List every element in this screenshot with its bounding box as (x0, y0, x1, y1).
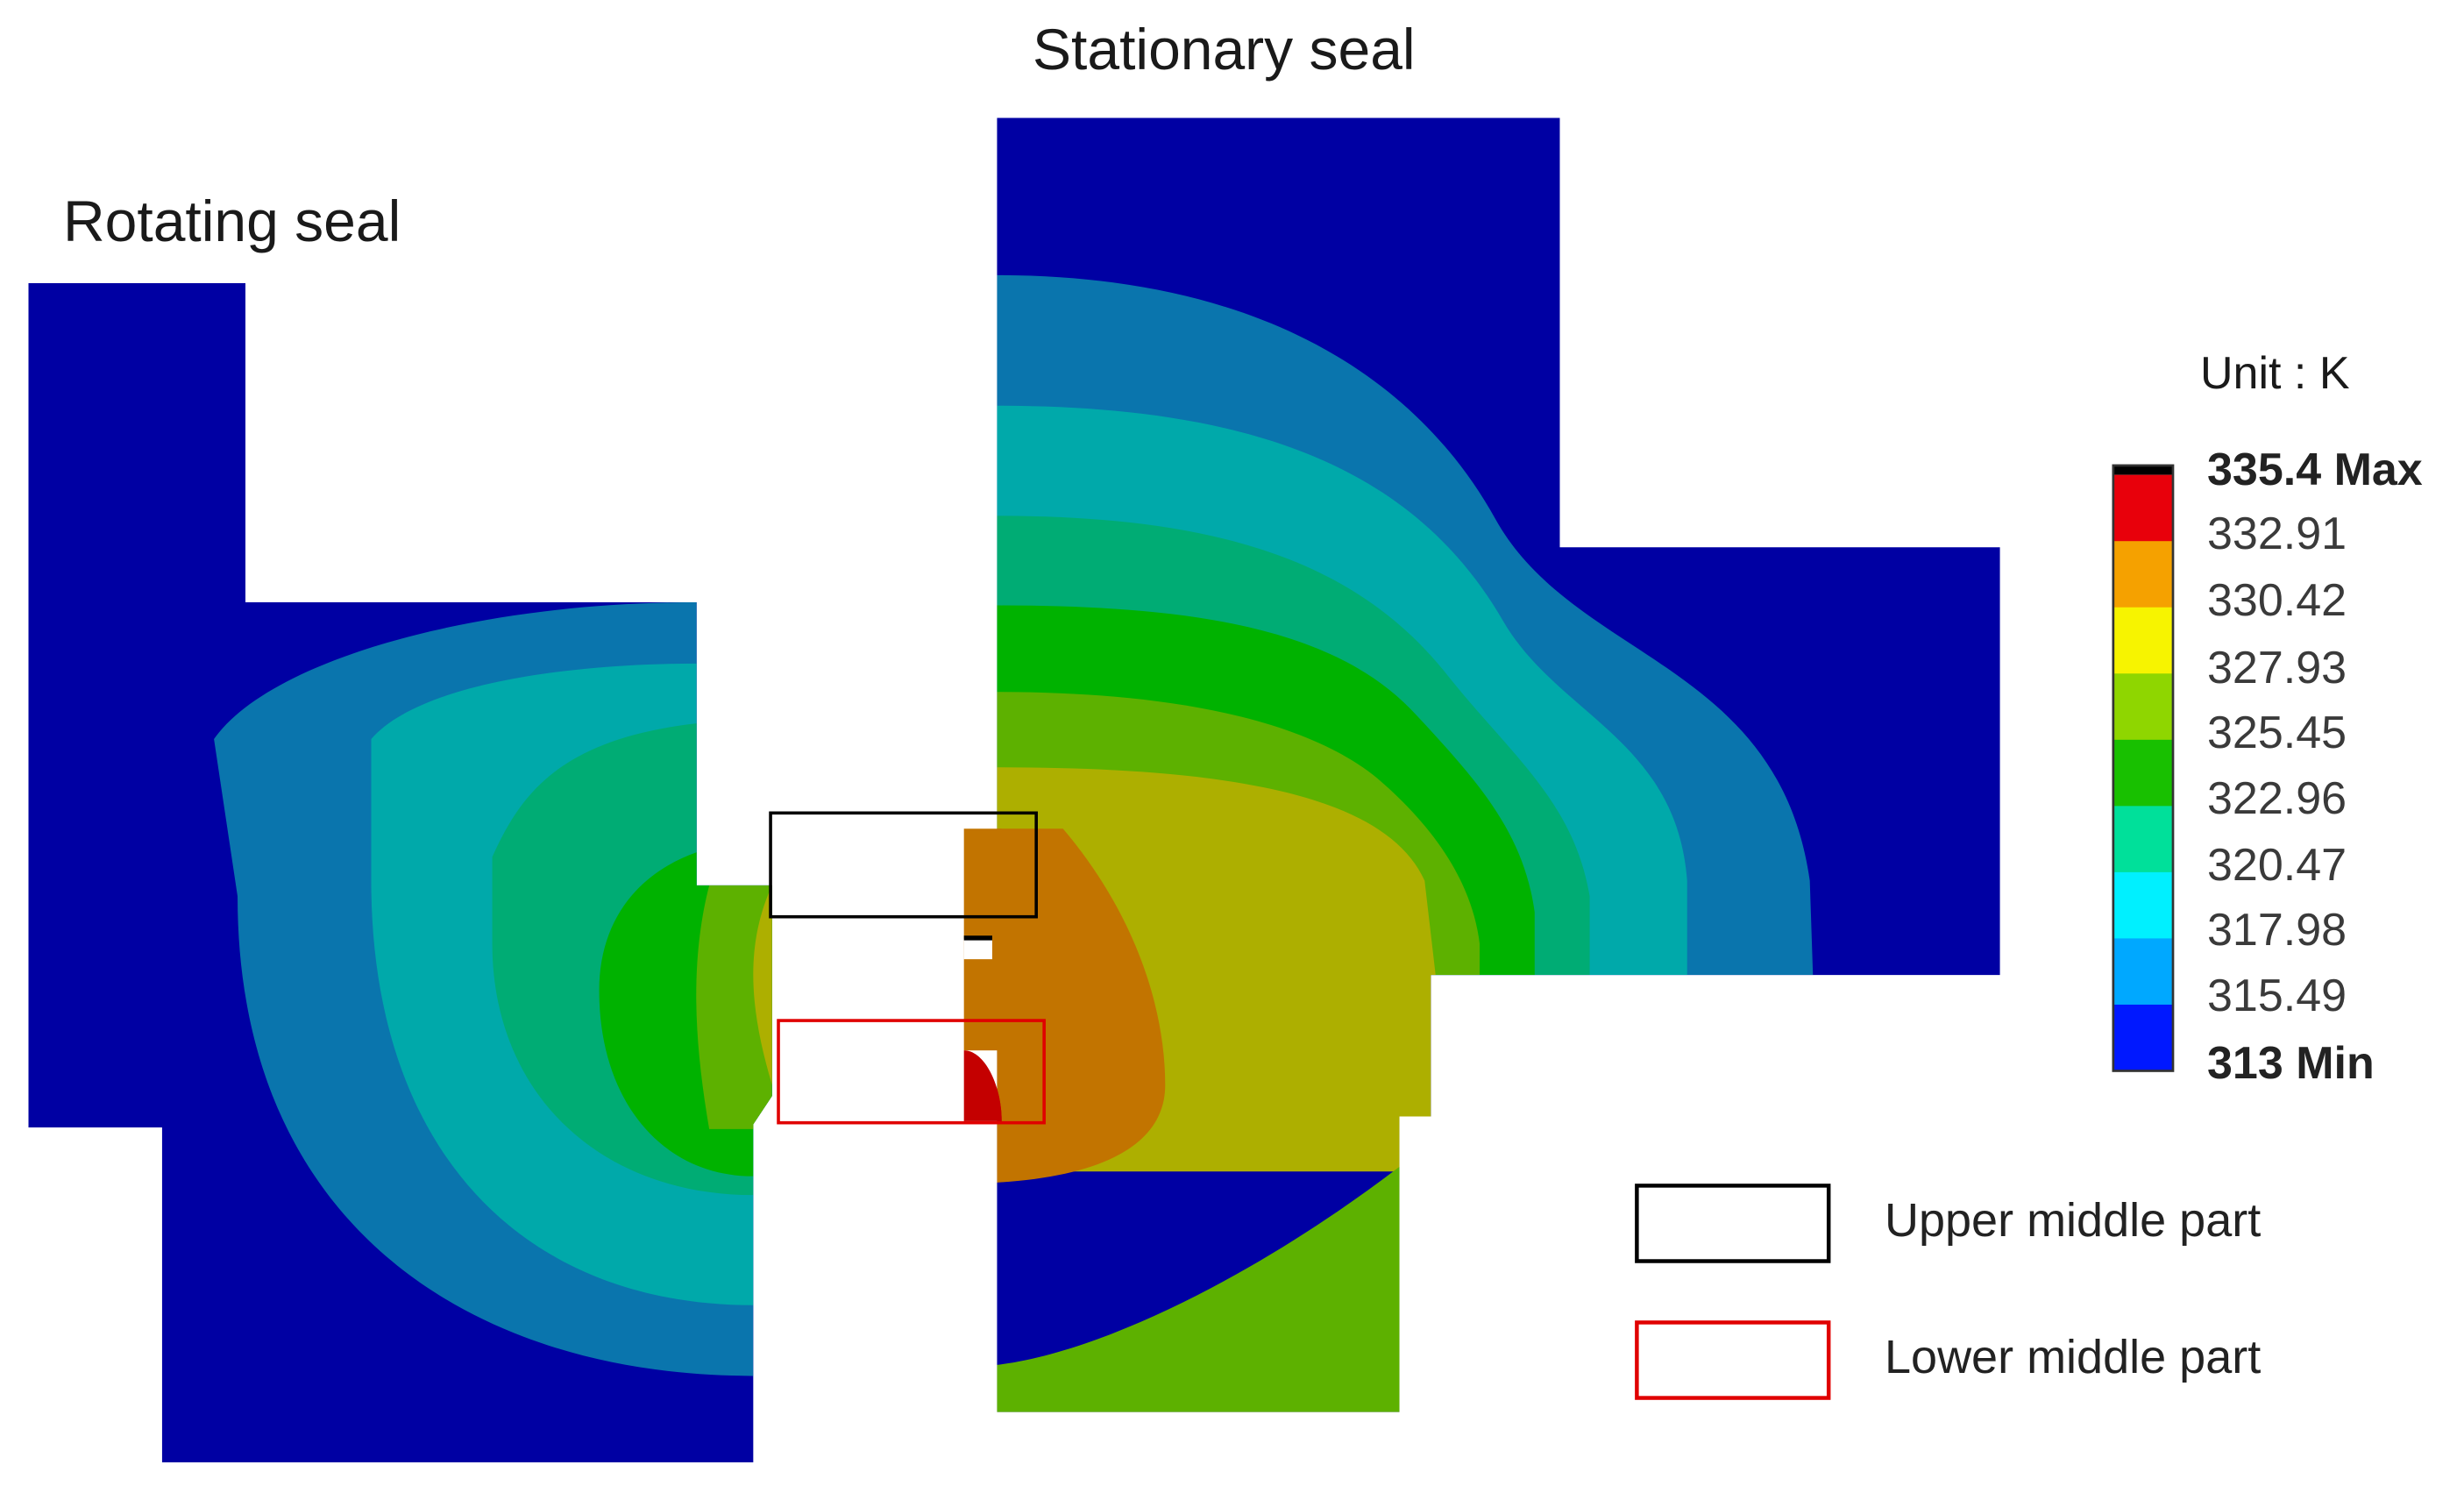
rotating-seal-label: Rotating seal (63, 188, 401, 253)
colorbar-cell (2113, 806, 2173, 873)
colorbar-tick: 322.96 (2207, 773, 2347, 824)
colorbar-cell (2113, 673, 2173, 741)
lower-middle-part-box (777, 1019, 1046, 1125)
colorbar-tick: 325.45 (2207, 707, 2347, 758)
colorbar-cell (2113, 739, 2173, 807)
colorbar-cell (2113, 607, 2173, 675)
colorbar-cell (2113, 474, 2173, 543)
stationary-seal-label: Stationary seal (1033, 17, 1416, 82)
legend-upper-swatch (1635, 1184, 1831, 1263)
legend-upper-label: Upper middle part (1885, 1194, 2262, 1247)
colorbar-cell (2113, 938, 2173, 1006)
colorbar-tick: 330.42 (2207, 575, 2347, 626)
colorbar-max-label: 335.4 Max (2207, 444, 2423, 495)
colorbar-tick: 315.49 (2207, 971, 2347, 1021)
colorbar-tick: 327.93 (2207, 643, 2347, 693)
colorbar-tick: 332.91 (2207, 508, 2347, 559)
upper-middle-part-box (769, 811, 1038, 919)
colorbar-min-label: 313 Min (2207, 1038, 2375, 1089)
colorbar-tick: 317.98 (2207, 905, 2347, 956)
colorbar-cell (2113, 871, 2173, 940)
legend-lower-swatch (1635, 1320, 1831, 1400)
rotating-seal-contour (28, 282, 772, 1463)
colorbar-unit: Unit : K (2200, 348, 2350, 399)
colorbar-tick: 320.47 (2207, 840, 2347, 891)
legend-lower-label: Lower middle part (1885, 1331, 2262, 1383)
colorbar-cell (2113, 1004, 2173, 1072)
color-bar (2112, 464, 2175, 1072)
stationary-seal-contour (997, 117, 2000, 1412)
colorbar-cell (2113, 541, 2173, 608)
face-notch (963, 938, 992, 960)
stationary-seal-tip (963, 1050, 1002, 1121)
